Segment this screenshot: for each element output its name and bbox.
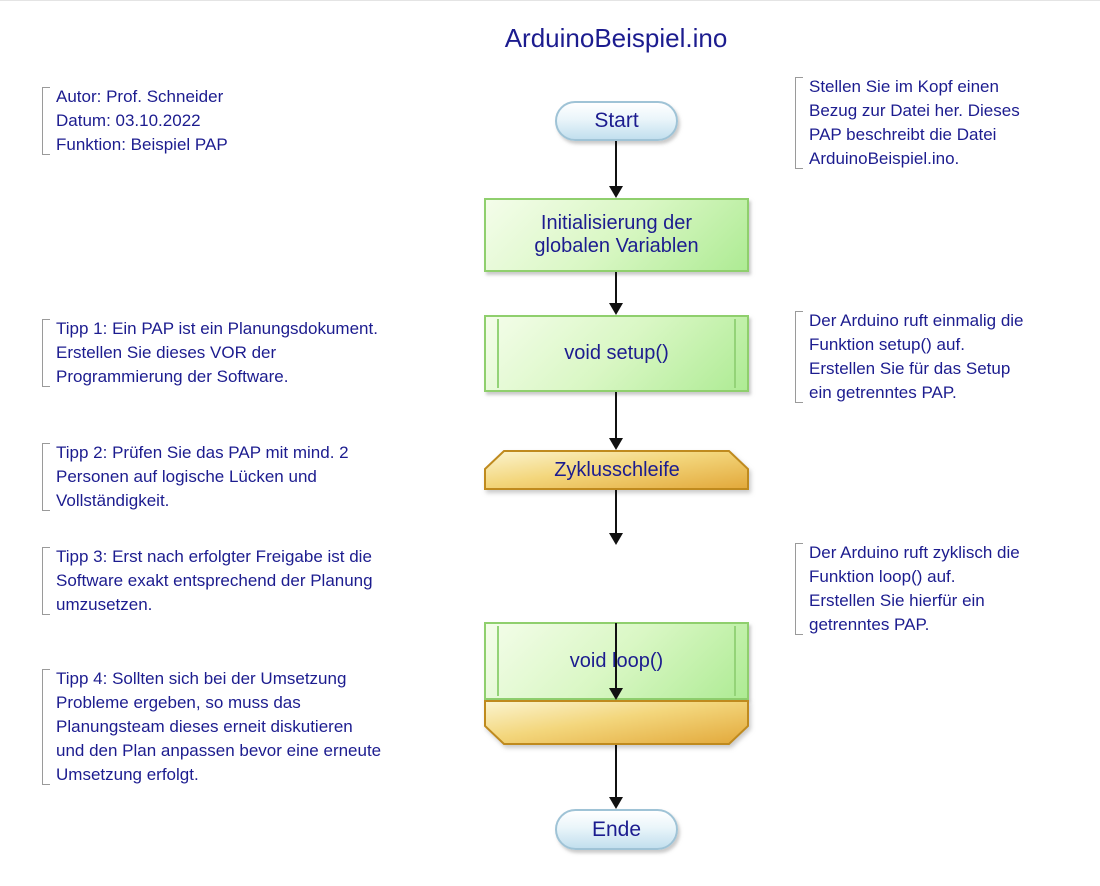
tip-4-note: Tipp 4: Sollten sich bei der Umsetzung P… (42, 667, 381, 787)
arrowhead-down-icon (609, 186, 623, 198)
arrow-line (615, 392, 617, 438)
loop-end-polygon (484, 700, 749, 745)
arrowhead-down-icon (609, 797, 623, 809)
flow-node-ende: Ende (555, 809, 678, 850)
flow-arrow (608, 490, 624, 545)
flow-arrow (608, 141, 624, 198)
loop-end-shape (484, 700, 749, 745)
arrow-line (615, 490, 617, 533)
flow-node-ende-label: Ende (591, 817, 642, 841)
flow-arrow (608, 272, 624, 315)
arrow-line (615, 745, 617, 797)
flow-node-loop-body-label: void loop() (569, 649, 664, 672)
arrow-line (615, 141, 617, 186)
arrowhead-down-icon (609, 533, 623, 545)
arrowhead-down-icon (609, 438, 623, 450)
flow-node-loop-end-label (484, 700, 750, 746)
arrowhead-down-icon (609, 688, 623, 700)
arrow-line (615, 272, 617, 303)
loop-explanation-note: Der Arduino ruft zyklisch die Funktion l… (795, 541, 1020, 637)
file-reference-note: Stellen Sie im Kopf einen Bezug zur Date… (795, 75, 1020, 171)
flow-node-start-label: Start (594, 109, 639, 132)
flow-node-init-label: Initialisierung der globalen Variablen (534, 212, 699, 257)
author-note: Autor: Prof. Schneider Datum: 03.10.2022… (42, 85, 228, 157)
arrow-line (615, 623, 617, 688)
flow-node-setup-label: void setup() (564, 342, 669, 364)
flow-arrow (608, 745, 624, 809)
flow-arrow (608, 392, 624, 450)
loop-start-polygon (484, 450, 749, 490)
flow-node-loop-start: Zyklusschleife (484, 450, 750, 491)
loop-start-shape (484, 450, 749, 490)
tip-1-note: Tipp 1: Ein PAP ist ein Planungsdokument… (42, 317, 378, 389)
flow-arrow (608, 623, 624, 700)
arrowhead-down-icon (609, 303, 623, 315)
flow-node-start: Start (555, 101, 678, 141)
page-title: ArduinoBeispiel.ino (504, 23, 728, 53)
flow-node-loop-end (484, 700, 750, 746)
flow-node-init: Initialisierung der globalen Variablen (484, 198, 749, 272)
setup-explanation-note: Der Arduino ruft einmalig die Funktion s… (795, 309, 1024, 405)
tip-3-note: Tipp 3: Erst nach erfolgter Freigabe ist… (42, 545, 373, 617)
flow-node-loop-start-label: Zyklusschleife (554, 459, 680, 481)
flow-node-setup: void setup() (484, 315, 749, 392)
tip-2-note: Tipp 2: Prüfen Sie das PAP mit mind. 2 P… (42, 441, 349, 513)
